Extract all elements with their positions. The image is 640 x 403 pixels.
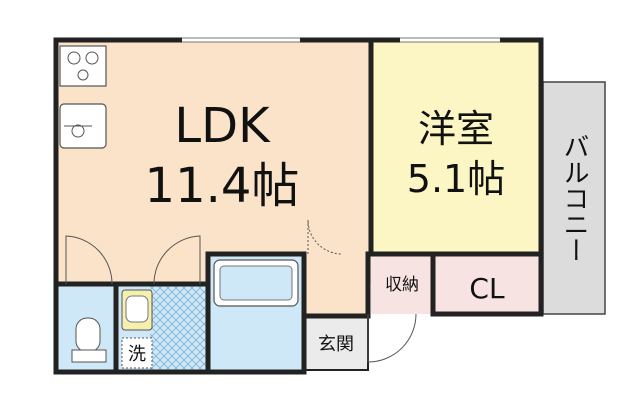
bathtub-icon bbox=[213, 259, 299, 307]
western-size: 5.1帖 bbox=[407, 157, 505, 201]
balcony-area bbox=[542, 81, 606, 315]
toilet-icon bbox=[71, 317, 107, 363]
entrance-label: 玄関 bbox=[318, 334, 354, 355]
entrance-area bbox=[304, 316, 368, 370]
ldk-name: LDK bbox=[174, 98, 271, 154]
wash-basin-icon bbox=[121, 289, 153, 331]
storage-label: 収納 bbox=[385, 275, 419, 295]
western-room bbox=[371, 40, 541, 252]
balcony-label: バルコニー bbox=[559, 133, 589, 263]
stove-icon bbox=[59, 45, 107, 87]
ldk-room bbox=[56, 40, 371, 284]
washroom-tile bbox=[150, 284, 208, 370]
closet-label: CL bbox=[469, 272, 505, 305]
kitchen-sink-icon bbox=[59, 103, 107, 149]
hallway-area bbox=[304, 254, 368, 314]
closet-room bbox=[433, 254, 541, 314]
western-name: 洋室 bbox=[418, 107, 494, 151]
washer-space bbox=[121, 337, 153, 369]
doors bbox=[65, 219, 417, 363]
ldk-size: 11.4帖 bbox=[145, 158, 300, 214]
storage-room bbox=[371, 254, 433, 314]
washer-label: 洗 bbox=[128, 344, 146, 365]
